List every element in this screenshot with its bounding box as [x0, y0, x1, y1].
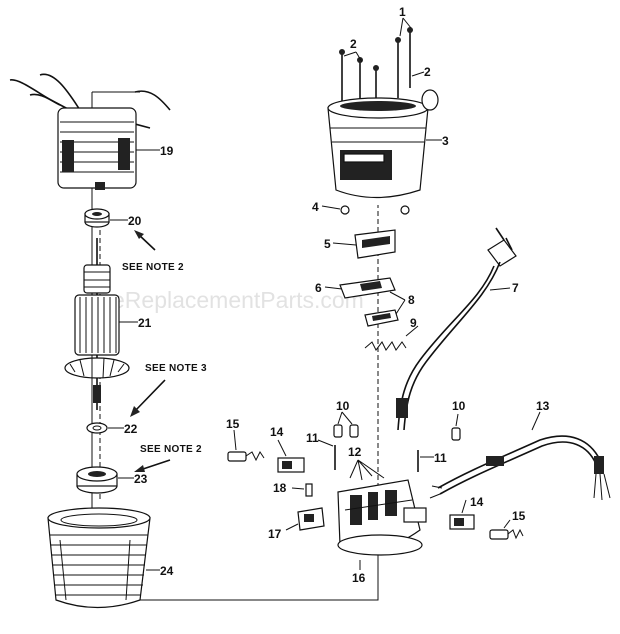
leader-1 [399, 17, 412, 37]
part-15-brush-left [227, 451, 265, 462]
part-4-screws [340, 205, 410, 215]
callout-5: 5 [324, 237, 331, 251]
callout-14a: 14 [270, 425, 284, 439]
part-14-brush-cap-left [277, 457, 305, 473]
callout-15b: 15 [512, 509, 526, 523]
callout-22: 22 [124, 422, 138, 436]
part-10-wire-nuts [333, 424, 461, 441]
part-3-motor-cap [327, 89, 439, 199]
note-20-text: SEE NOTE 2 [122, 262, 184, 273]
callout-21: 21 [138, 316, 152, 330]
note-22-text: SEE NOTE 3 [145, 363, 207, 374]
callout-1: 1 [399, 5, 406, 19]
part-6-brush-plate [339, 277, 396, 299]
leader-6 [324, 286, 343, 290]
part-18-screw [305, 483, 313, 497]
part-7-cord-plug [396, 227, 517, 431]
part-21-armature [64, 238, 130, 410]
arrow-note-22 [133, 379, 166, 413]
callout-7: 7 [512, 281, 519, 295]
leader-9 [405, 325, 419, 337]
leader-5 [332, 242, 357, 246]
callout-12: 12 [348, 445, 362, 459]
callout-20: 20 [128, 214, 142, 228]
leader-14a [277, 439, 287, 457]
callout-11b: 11 [434, 451, 447, 465]
callout-8: 8 [408, 293, 415, 307]
part-24-motor-housing [47, 507, 151, 609]
part-16-base-housing [337, 479, 427, 556]
callout-14b: 14 [470, 495, 484, 509]
part-15-brush-right [489, 528, 524, 540]
leader-14b [461, 499, 467, 514]
leader-7 [489, 287, 511, 291]
leader-2a [343, 51, 363, 63]
leader-4 [321, 205, 341, 210]
leader-15b [503, 519, 511, 529]
leader-13 [531, 411, 541, 431]
leader-11a [317, 439, 334, 447]
callout-11a: 11 [306, 431, 319, 445]
part-5-bracket [354, 229, 396, 259]
callout-15a: 15 [226, 417, 240, 431]
note-23-text: SEE NOTE 2 [140, 444, 202, 455]
leader-15a [233, 429, 237, 451]
callout-2b: 2 [424, 65, 431, 79]
callout-2a: 2 [350, 37, 357, 51]
callout-13: 13 [536, 399, 550, 413]
part-19-field-coil [9, 73, 171, 190]
part-8-brush-holder [364, 309, 399, 327]
part-22-washer [86, 422, 108, 434]
part-11-screws [334, 445, 419, 472]
callout-10b: 10 [452, 399, 466, 413]
callout-24: 24 [160, 564, 174, 578]
callout-18: 18 [273, 481, 287, 495]
callout-9: 9 [410, 316, 417, 330]
callout-4: 4 [312, 200, 319, 214]
part-13-cord [429, 435, 611, 501]
callout-16: 16 [352, 571, 366, 585]
part-9-spring [364, 341, 407, 351]
leader-10a [337, 411, 353, 425]
arrow-note-23 [139, 459, 171, 471]
part-23-bearing [76, 466, 118, 494]
callout-10a: 10 [336, 399, 350, 413]
leader-17 [285, 523, 299, 531]
leader-12 [349, 459, 385, 481]
part-17-switch [297, 507, 325, 531]
leader-18 [291, 487, 305, 490]
callout-19: 19 [160, 144, 174, 158]
callout-3: 3 [442, 134, 449, 148]
callout-17: 17 [268, 527, 282, 541]
part-20-bearing [84, 208, 110, 228]
watermark: eReplacementParts.com [112, 287, 364, 313]
leader-2b [411, 71, 425, 77]
leader-8 [389, 291, 406, 315]
callout-23: 23 [134, 472, 148, 486]
callout-6: 6 [315, 281, 322, 295]
leader-10b [455, 413, 459, 427]
part-14-brush-cap-right [449, 514, 475, 530]
